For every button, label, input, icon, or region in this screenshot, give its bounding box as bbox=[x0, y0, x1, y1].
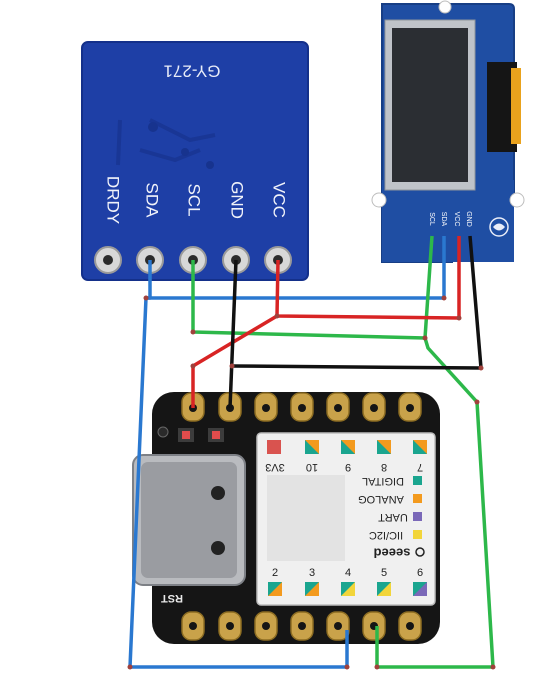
sensor-pin-label-sda: SDA bbox=[143, 183, 162, 219]
wire-vcc bbox=[275, 236, 461, 320]
display-pin-label-sda: SDA bbox=[440, 212, 447, 227]
xiao-top-pin-labels: 3V3 10 9 8 7 bbox=[265, 440, 427, 473]
xiao-pin-label-5: 5 bbox=[381, 567, 387, 579]
xiao-board: RST 3V3 10 9 8 7 DIGITAL ANALOG bbox=[132, 392, 440, 644]
sensor-pin-label-scl: SCL bbox=[185, 183, 204, 216]
sensor-pin-label-vcc: VCC bbox=[270, 182, 289, 218]
xiao-pin-label-2: 2 bbox=[272, 567, 278, 579]
oled-display-board: SCL SDA VCC GND bbox=[371, 0, 525, 263]
xiao-pin-label-9: 9 bbox=[345, 461, 351, 473]
xiao-rst-label: RST bbox=[161, 592, 183, 604]
xiao-pin-label-6: 6 bbox=[417, 567, 423, 579]
display-pin-label-scl: SCL bbox=[428, 212, 435, 226]
gy271-board: GY-271 DRDY SDA SCL GND VCC bbox=[81, 41, 309, 281]
xiao-pin-label-7: 7 bbox=[417, 461, 423, 473]
xiao-bottom-pin-labels: 2 3 4 5 6 bbox=[268, 567, 427, 596]
wire-gnd bbox=[228, 259, 238, 409]
xiao-pin-label-4: 4 bbox=[345, 567, 351, 579]
legend-label-uart: UART bbox=[378, 511, 408, 523]
legend-label-i2c: IIC/I2C bbox=[369, 529, 403, 541]
display-pin-label-vcc: VCC bbox=[453, 212, 460, 227]
wire-sda bbox=[128, 260, 349, 669]
sensor-model-label: GY-271 bbox=[163, 62, 220, 81]
xiao-pin-legend: DIGITAL ANALOG UART IIC/I2C bbox=[358, 475, 422, 541]
xiao-pin-label-8: 8 bbox=[381, 461, 387, 473]
legend-label-digital: DIGITAL bbox=[362, 475, 404, 487]
wire-junctions bbox=[127, 295, 496, 670]
wire-scl-xiao bbox=[375, 337, 495, 669]
sensor-pin-pads bbox=[94, 246, 292, 274]
wire-scl bbox=[191, 235, 434, 340]
legend-label-analog: ANALOG bbox=[358, 493, 404, 505]
seeed-logo: seeed bbox=[374, 546, 411, 561]
xiao-pin-label-10: 10 bbox=[306, 461, 318, 473]
display-pin-label-gnd: GND bbox=[465, 211, 472, 227]
sensor-pin-label-drdy: DRDY bbox=[104, 176, 123, 224]
xiao-pin-label-3v3: 3V3 bbox=[265, 461, 285, 473]
xiao-pin-label-3: 3 bbox=[309, 567, 315, 579]
sensor-pin-label-gnd: GND bbox=[228, 181, 247, 219]
usb-c-connector bbox=[132, 454, 246, 586]
